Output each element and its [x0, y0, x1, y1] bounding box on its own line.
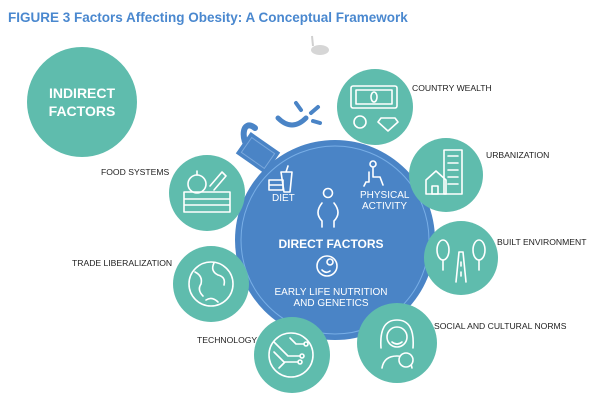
decorative-spoon-icon: [311, 35, 329, 55]
physical-activity-line1: PHYSICAL: [360, 190, 410, 201]
social-cultural-label: SOCIAL AND CULTURAL NORMS: [434, 321, 567, 331]
country-wealth-label: COUNTRY WEALTH: [412, 83, 492, 93]
food-systems-label: FOOD SYSTEMS: [101, 167, 170, 177]
indirect-line2: FACTORS: [49, 103, 116, 119]
food-crate-icon: [183, 170, 231, 213]
direct-factors-title: DIRECT FACTORS: [278, 237, 383, 251]
early-life-line2: AND GENETICS: [293, 298, 368, 309]
diet-label: DIET: [272, 193, 295, 204]
built-environment-label: BUILT ENVIRONMENT: [497, 237, 587, 247]
urbanization-label: URBANIZATION: [486, 150, 549, 160]
technology-label: TECHNOLOGY: [197, 335, 257, 345]
factor-country-wealth: COUNTRY WEALTH: [337, 69, 492, 145]
factor-technology: TECHNOLOGY: [197, 317, 330, 393]
indirect-line1: INDIRECT: [49, 85, 116, 101]
money-diamond-icon: [350, 85, 399, 132]
physical-activity-icon: [363, 160, 384, 187]
globe-icon: [188, 261, 234, 307]
direct-factors-circle: DIET PHYSICAL ACTIVITY DIRECT FACTORS EA…: [235, 140, 435, 340]
figure-number: FIGURE 3: [8, 10, 71, 25]
figure-title: Factors Affecting Obesity: A Conceptual …: [74, 10, 408, 25]
trade-liberalization-label: TRADE LIBERALIZATION: [72, 258, 172, 268]
physical-activity-line2: ACTIVITY: [362, 201, 407, 212]
diet-icon: [268, 165, 293, 193]
factor-built-environment: BUILT ENVIRONMENT: [424, 221, 587, 295]
indirect-factors-circle: INDIRECT FACTORS: [27, 47, 137, 157]
early-life-line1: EARLY LIFE NUTRITION: [275, 287, 388, 298]
factor-trade-liberalization: TRADE LIBERALIZATION: [72, 246, 249, 322]
factor-social-cultural-norms: SOCIAL AND CULTURAL NORMS: [357, 303, 567, 383]
circuit-icon: [268, 332, 314, 378]
city-buildings-icon: [425, 149, 463, 195]
person-globe-icon: [380, 319, 414, 369]
factor-urbanization: URBANIZATION: [409, 138, 549, 212]
body-icon: [317, 187, 339, 228]
fetus-icon: [316, 255, 338, 277]
factor-food-systems: FOOD SYSTEMS: [101, 155, 245, 231]
trees-road-icon: [436, 239, 486, 283]
bomb-fuse-icon: [235, 101, 322, 174]
